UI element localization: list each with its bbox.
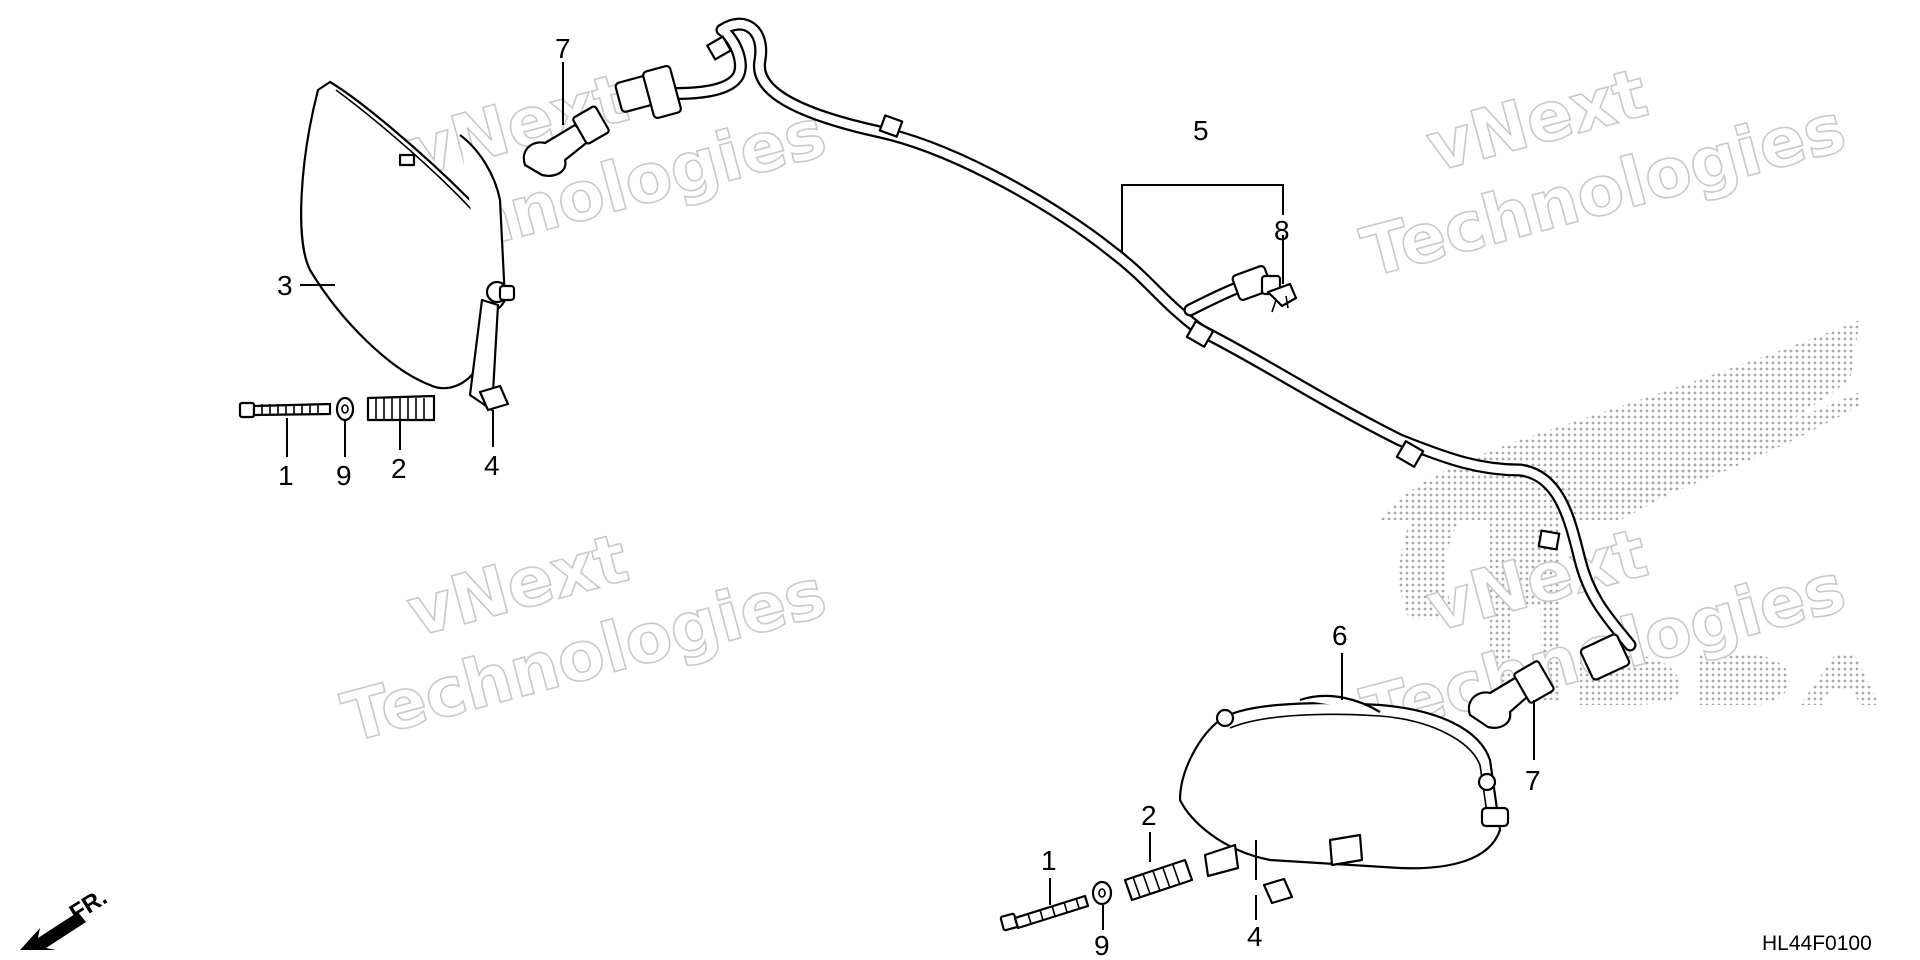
wire-harness: [614, 17, 1637, 681]
callout-7-top: 7: [555, 33, 571, 64]
leader-lines: [286, 62, 1535, 930]
bolt-1-left: [238, 401, 332, 419]
bracket-bottom: [1203, 843, 1240, 878]
watermark-mid-left: vNext Technologies: [334, 518, 835, 759]
front-arrow-icon: [20, 912, 86, 950]
callout-6: 6: [1332, 620, 1348, 651]
callout-2-bottom: 2: [1141, 800, 1157, 831]
washer-9-bottom: [1091, 880, 1113, 906]
front-direction-indicator: FR.: [20, 884, 112, 950]
callout-7-bottom: 7: [1525, 765, 1541, 796]
washer-9-left: [335, 396, 355, 422]
diagram-code: HL44F0100: [1762, 932, 1872, 955]
callouts: 1 9 2 4 3 7 5 8 6 7 2 1 9 4: [277, 33, 1541, 960]
callout-3: 3: [277, 270, 293, 301]
spring-2-left: [366, 394, 436, 422]
callout-1-left: 1: [278, 460, 294, 491]
callout-4-left: 4: [484, 450, 500, 481]
callout-9-left: 9: [336, 460, 352, 491]
callout-9-bottom: 9: [1094, 930, 1110, 960]
nut-4-bottom: [1262, 877, 1294, 905]
headlight-right: [1178, 694, 1510, 870]
spring-2-bottom: [1123, 858, 1194, 902]
callout-5: 5: [1193, 115, 1209, 146]
callout-8: 8: [1274, 215, 1290, 246]
bulb-7-bottom: [1467, 660, 1555, 729]
nut-4-left: [478, 384, 510, 412]
part-8-clip: [1266, 282, 1298, 313]
headlight-left: [300, 80, 516, 412]
bolt-1-bottom: [999, 894, 1090, 932]
callout-1-bottom: 1: [1041, 845, 1057, 876]
callout-4-bottom: 4: [1247, 921, 1263, 952]
callout-2-left: 2: [391, 453, 407, 484]
bulb-7-top: [522, 105, 610, 177]
watermark-top-right: vNext Technologies: [1353, 53, 1854, 294]
